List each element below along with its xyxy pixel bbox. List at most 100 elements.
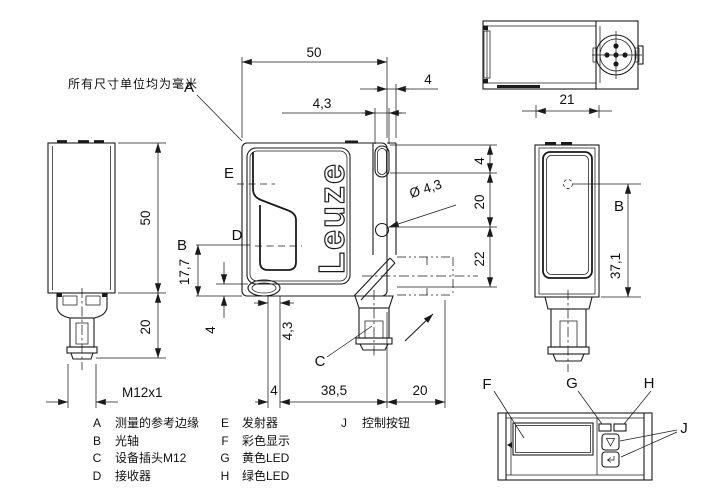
callout-d: D (232, 227, 243, 244)
dim-right-mid: 20 (472, 194, 487, 209)
legend-key: H (221, 469, 230, 483)
ghost-connector (397, 256, 454, 296)
bottom-slot (247, 279, 281, 297)
extension-lines-right (389, 144, 497, 288)
dim-top-width: 21 (559, 92, 574, 107)
dim-right-top: 4 (472, 157, 487, 165)
dim-connector-length: 20 (138, 319, 153, 334)
front-view: A Leuze E D B C (177, 45, 497, 408)
legend-text: 绿色LED (242, 468, 290, 483)
dim-bottom-connector: 20 (412, 383, 427, 398)
legend-text: 黄色LED (242, 451, 290, 465)
clamp-outline (56, 293, 108, 319)
legend-key: D (93, 469, 102, 483)
mounting-hole (374, 222, 390, 238)
connector-flange2 (547, 346, 590, 355)
color-display-inner (515, 425, 591, 453)
dim-axis-height: 17,7 (177, 259, 192, 285)
legend-text: 光轴 (115, 433, 139, 448)
mounting-slot-inner (377, 148, 387, 175)
dim-bottom-span: 38,5 (321, 383, 347, 398)
extension-lines-slot (267, 296, 281, 408)
callout-a: A (184, 79, 194, 96)
yellow-led (598, 423, 612, 432)
right-side-view: B 37,1 (534, 142, 641, 372)
legend-key: J (341, 416, 347, 430)
rotation-arrow (404, 313, 434, 342)
mounting-slot (374, 145, 390, 178)
housing-inner (538, 147, 596, 295)
color-display (512, 422, 594, 456)
panel-outline (497, 412, 653, 481)
extension-lines-left (196, 283, 248, 297)
legend-key: C (93, 451, 102, 465)
housing-outline (47, 142, 116, 294)
legend-key: E (221, 416, 229, 430)
extension-lines-thread (67, 364, 97, 408)
legend-key: G (220, 451, 229, 465)
units-note: 所有尺寸单位均为毫米 (68, 76, 198, 91)
clamp-detail-right (85, 295, 101, 306)
legend-text: 发射器 (242, 415, 278, 430)
end-bracket (483, 30, 491, 79)
extension-lines-bottom (386, 300, 446, 408)
down-button (601, 433, 620, 451)
corner-mark (483, 79, 488, 84)
display-panel-view: F G H J (482, 375, 688, 481)
callout-c: C (315, 353, 326, 370)
callout-e: E (224, 165, 234, 182)
callout-a-leader (196, 94, 243, 142)
callout-leaders (493, 390, 678, 458)
extension-lines (96, 142, 166, 359)
optical-axis-mark (563, 179, 573, 189)
top-view: 21 (482, 20, 644, 118)
legend-text: 测量的参考边缘 (115, 415, 199, 430)
legend-key: A (93, 416, 101, 430)
dim-thread: M12x1 (122, 385, 163, 400)
m12-connector-tip (70, 352, 94, 360)
dim-hole-dia: Ø 4,3 (408, 176, 444, 200)
legend: A 测量的参考边缘 B 光轴 C 设备插头M12 D 接收器 E 发射器 F 彩… (93, 415, 410, 483)
front-sticker (246, 147, 351, 285)
housing-outline (241, 142, 388, 297)
callout-b-front: B (177, 237, 187, 254)
connector-detail (559, 320, 578, 348)
housing-inner-walls (52, 146, 111, 290)
clamp-detail-left (62, 295, 78, 306)
callout-b-side: B (614, 198, 624, 215)
dim-height: 50 (138, 210, 153, 225)
dim-slot-width: 4,3 (313, 96, 332, 111)
callout-f: F (482, 376, 491, 393)
bottom-slot-inner (251, 282, 277, 294)
legend-text: 设备插头M12 (115, 451, 187, 465)
dim-right-bottom: 22 (472, 251, 487, 266)
dim-axis-depth: 37,1 (608, 253, 623, 279)
callout-g: G (566, 375, 578, 392)
hole-leader (388, 204, 457, 228)
corner-mark (483, 25, 488, 30)
swivel-boss (353, 257, 396, 301)
optics-window (542, 151, 593, 279)
front-sticker-inner (249, 150, 348, 282)
connector-body (550, 308, 587, 348)
left-side-view: 50 20 M12x1 (46, 140, 166, 408)
connector-tip (359, 343, 389, 351)
dim-plate-offset: 4 (424, 72, 432, 87)
legend-text: 接收器 (115, 468, 151, 483)
legend-key: B (93, 434, 101, 448)
enter-icon (606, 456, 615, 463)
legend-text: 控制按钮 (362, 415, 410, 430)
down-arrow-icon (605, 438, 616, 447)
housing-inner (486, 25, 601, 84)
connector-tip (552, 353, 585, 362)
corner-mark (57, 293, 62, 297)
connector-pins (604, 43, 628, 67)
dim-slot-edge: 4 (203, 326, 218, 334)
optics-window (252, 152, 297, 271)
dim-front-width: 50 (306, 45, 321, 60)
enter-button (601, 451, 620, 468)
callout-h: H (644, 375, 655, 392)
mounting-plate (372, 142, 397, 255)
